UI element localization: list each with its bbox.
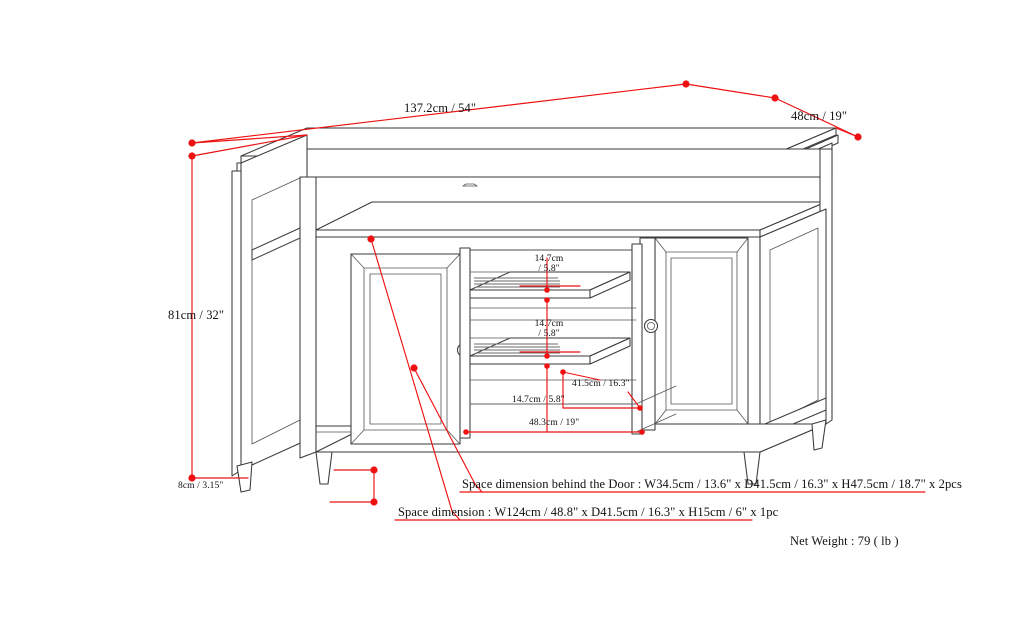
dim-shelf-gap-middle-metric: 14.7cm bbox=[534, 319, 564, 329]
dim-center-height-label: 41.5cm / 16.3" bbox=[572, 379, 630, 389]
dim-shelf-gap-middle-label: 14.7cm / 5.8" bbox=[519, 319, 579, 340]
open-shelf-back-wall bbox=[306, 148, 833, 178]
dim-shelf-gap-top bbox=[519, 257, 581, 293]
dim-shelf-gap-bottom-label: 14.7cm / 5.8" bbox=[512, 395, 565, 405]
dim-shelf-gap-middle-imperial: / 5.8" bbox=[538, 328, 560, 339]
center-open-bay bbox=[459, 243, 677, 439]
open-shelf-deck bbox=[315, 201, 827, 238]
dim-depth bbox=[685, 83, 862, 141]
dim-center-width bbox=[463, 429, 645, 435]
dim-shelf-gap-top-label: 14.7cm / 5.8" bbox=[519, 254, 579, 275]
dim-shelf-gap-top-imperial: / 5.8" bbox=[538, 263, 560, 274]
dim-width-label: 137.2cm / 54" bbox=[404, 101, 477, 115]
left-front-post bbox=[231, 170, 317, 477]
right-door bbox=[639, 237, 749, 431]
left-door bbox=[350, 253, 472, 445]
dim-shelf-gap-bottom bbox=[544, 363, 550, 433]
shelf-middle-slats bbox=[474, 343, 560, 354]
dim-leg-height-label: 8cm / 3.15" bbox=[178, 481, 224, 491]
left-side-panel bbox=[240, 134, 308, 471]
dim-shelf-gap-top-metric: 14.7cm bbox=[534, 254, 564, 264]
dim-depth-label: 48cm / 19" bbox=[791, 109, 848, 123]
shelf-upper-slats bbox=[474, 277, 560, 288]
caption-open-space: Space dimension : W124cm / 48.8" x D41.5… bbox=[398, 505, 779, 519]
caption-behind-door: Space dimension behind the Door : W34.5c… bbox=[462, 477, 962, 491]
dim-leg-height bbox=[329, 466, 378, 506]
right-door-knob bbox=[643, 318, 659, 334]
dim-center-height bbox=[560, 369, 643, 411]
shelf-middle bbox=[469, 337, 631, 365]
leader-open-space bbox=[410, 364, 483, 493]
shelf-upper bbox=[469, 271, 631, 299]
dim-height bbox=[188, 155, 249, 482]
dim-center-width-label: 48.3cm / 19" bbox=[529, 418, 580, 428]
legs bbox=[236, 419, 827, 493]
leader-behind-door bbox=[367, 235, 461, 521]
dim-shelf-gap-middle bbox=[519, 297, 581, 359]
dim-height-label: 81cm / 32" bbox=[168, 308, 225, 322]
net-weight-label: Net Weight : 79 ( lb ) bbox=[790, 534, 899, 548]
right-side-face bbox=[759, 208, 827, 453]
